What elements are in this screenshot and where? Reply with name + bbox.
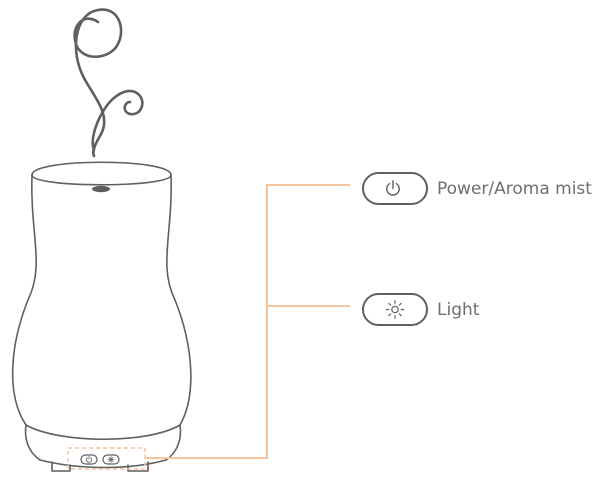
power-icon (386, 180, 400, 196)
light-label: Light (437, 300, 480, 320)
power-aroma-mist-label: Power/Aroma mist (437, 179, 592, 199)
light-button[interactable] (362, 293, 428, 326)
diffuser-body (11, 161, 192, 472)
leader-lines (145, 184, 350, 459)
power-icon (86, 455, 92, 463)
power-button[interactable] (362, 172, 428, 205)
mist-outlet (92, 185, 110, 193)
callout-light: Light (362, 293, 480, 326)
mist-swirl-icon (73, 8, 144, 158)
callout-power: Power/Aroma mist (362, 172, 592, 205)
light-icon (107, 456, 115, 463)
light-icon (385, 300, 405, 319)
